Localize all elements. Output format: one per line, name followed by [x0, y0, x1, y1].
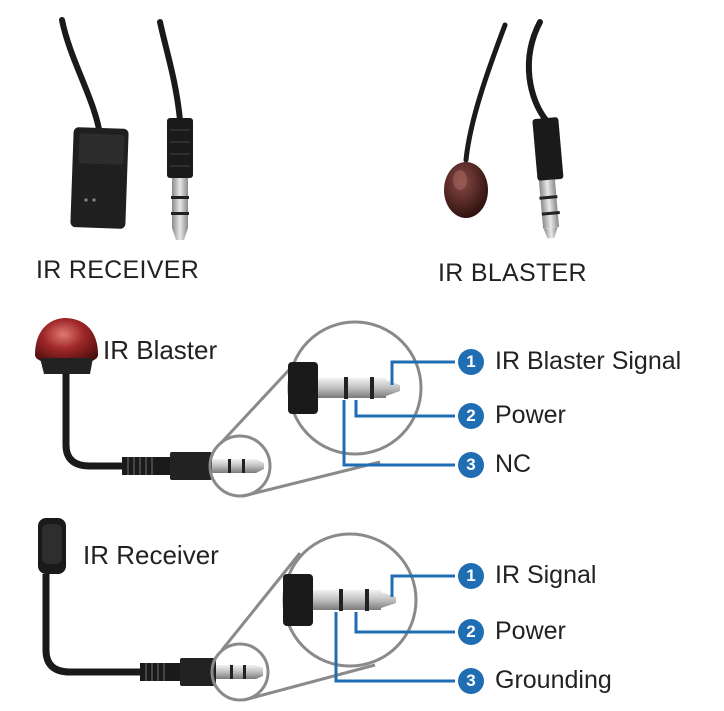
receiver-pin-2-badge: 2: [458, 619, 484, 645]
ir-receiver-photo-label: IR RECEIVER: [36, 256, 200, 284]
blaster-pin-3-badge: 3: [458, 452, 484, 478]
blaster-plug-drawing: [122, 452, 264, 480]
receiver-pin-2-label: Power: [495, 617, 566, 645]
receiver-device-drawing: [38, 518, 150, 676]
ir-receiver-photo: [59, 17, 193, 240]
blaster-pin-2-badge: 2: [458, 403, 484, 429]
blaster-pin-lines: [342, 360, 455, 467]
blaster-pin-1-label: IR Blaster Signal: [495, 347, 682, 375]
ir-blaster-photo-label: IR BLASTER: [438, 259, 587, 287]
receiver-pin-lines: [334, 574, 455, 683]
blaster-callout: [208, 320, 423, 498]
blaster-diagram-title: IR Blaster: [103, 335, 218, 365]
blaster-pin-3-label: NC: [495, 450, 532, 478]
receiver-pin-3-label: Grounding: [495, 666, 612, 694]
blaster-pin-1-badge: 1: [458, 349, 484, 375]
blaster-pin-2-label: Power: [495, 401, 566, 429]
blaster-device-drawing: [35, 318, 128, 470]
receiver-plug-drawing: [140, 658, 263, 686]
receiver-pin-3-badge: 3: [458, 668, 484, 694]
receiver-pin-1-label: IR Signal: [495, 561, 597, 589]
ir-blaster-photo: [444, 19, 564, 239]
receiver-diagram-title: IR Receiver: [83, 540, 219, 570]
receiver-pin-1-badge: 1: [458, 563, 484, 589]
